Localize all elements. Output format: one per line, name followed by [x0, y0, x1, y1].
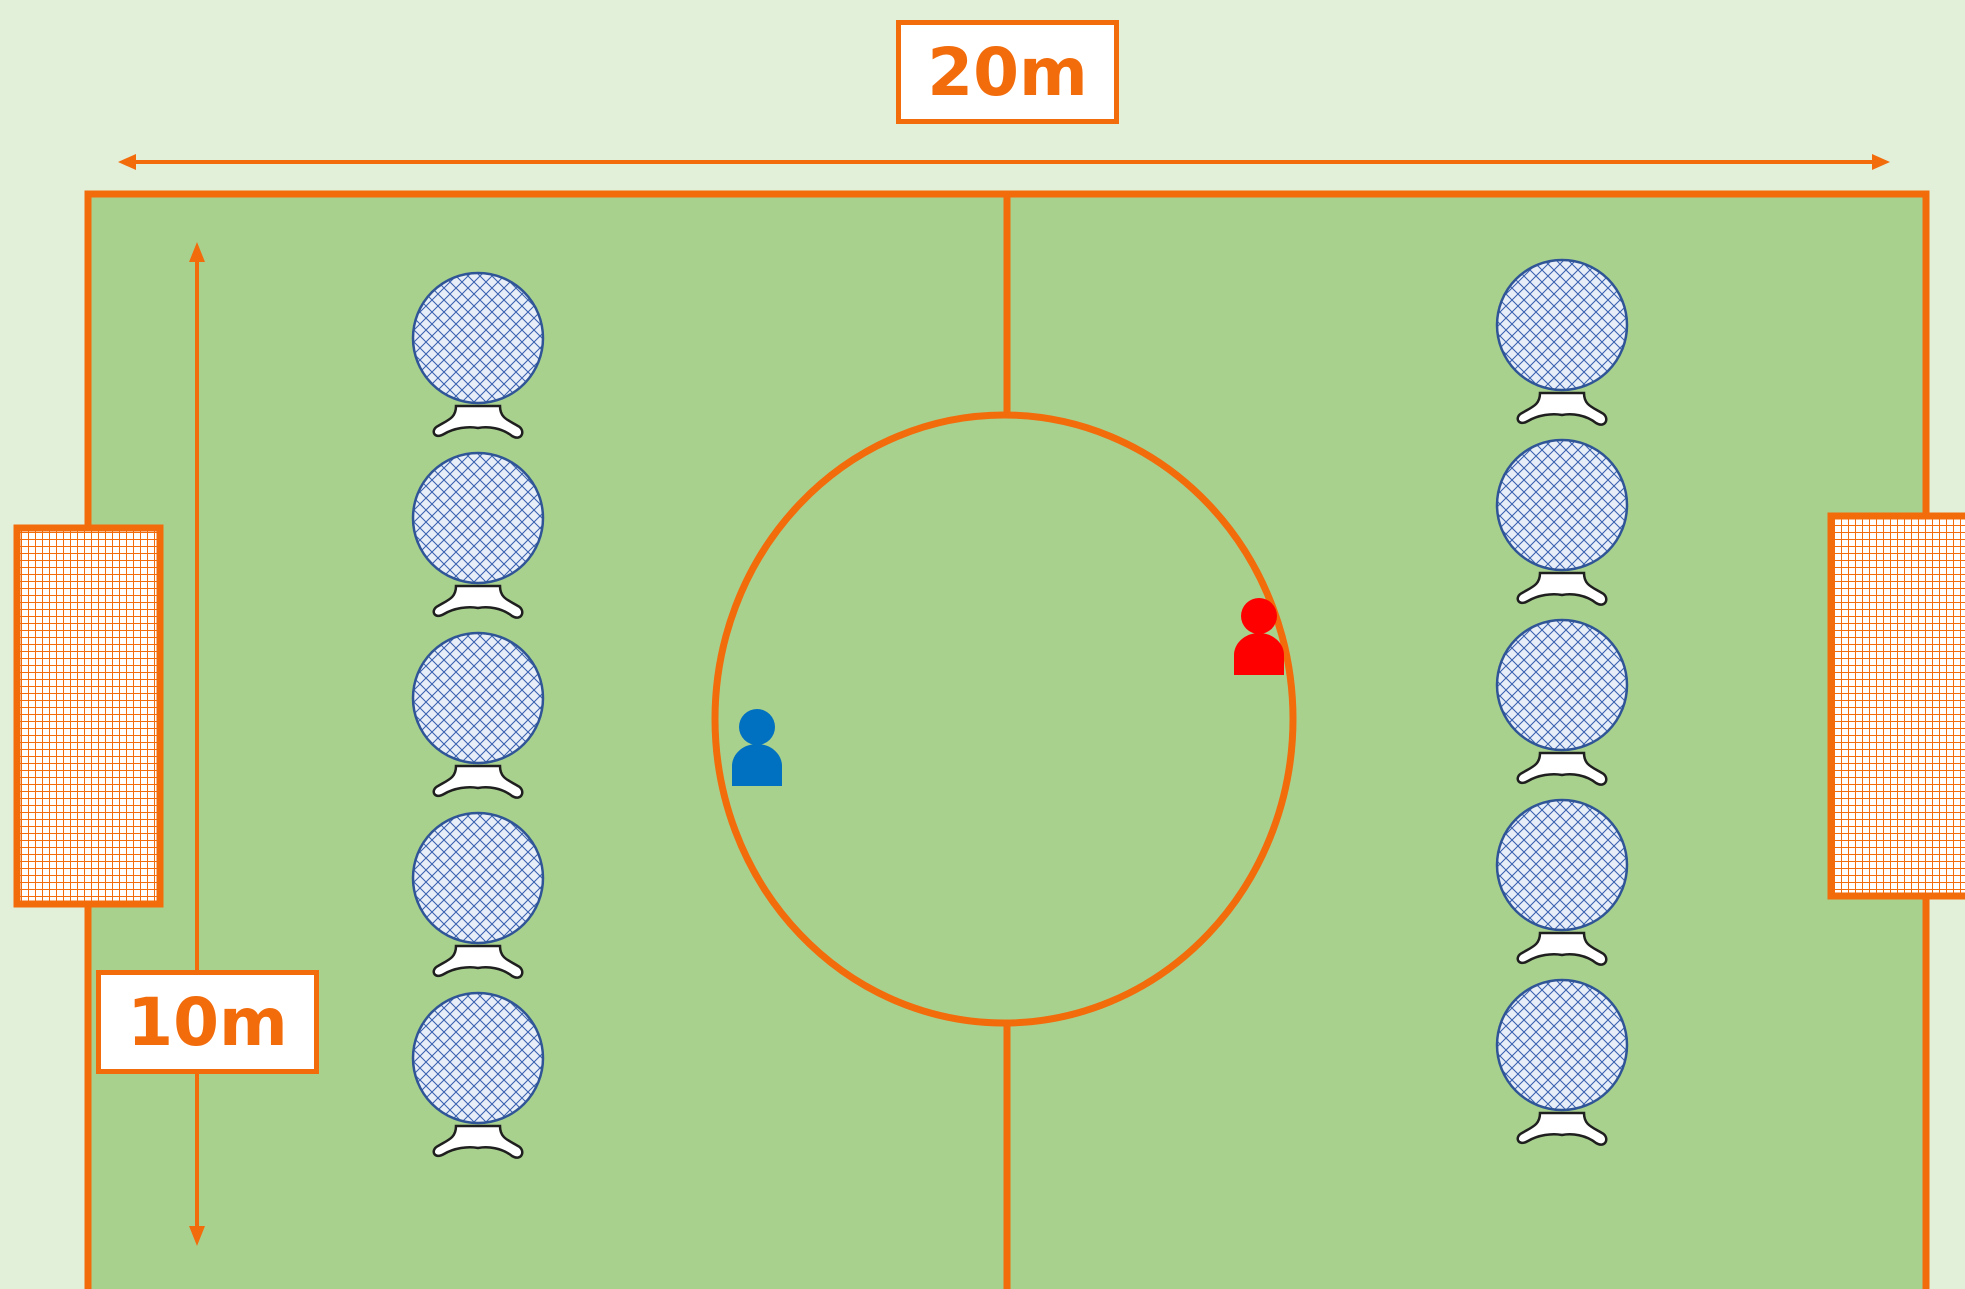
width-dimension-label: 20m: [896, 20, 1119, 124]
right-goal-net-icon: [1831, 516, 1965, 896]
left-goal-net-icon: [17, 528, 160, 904]
height-dimension-label: 10m: [96, 970, 319, 1074]
width-dimension-arrow: [118, 154, 1890, 170]
